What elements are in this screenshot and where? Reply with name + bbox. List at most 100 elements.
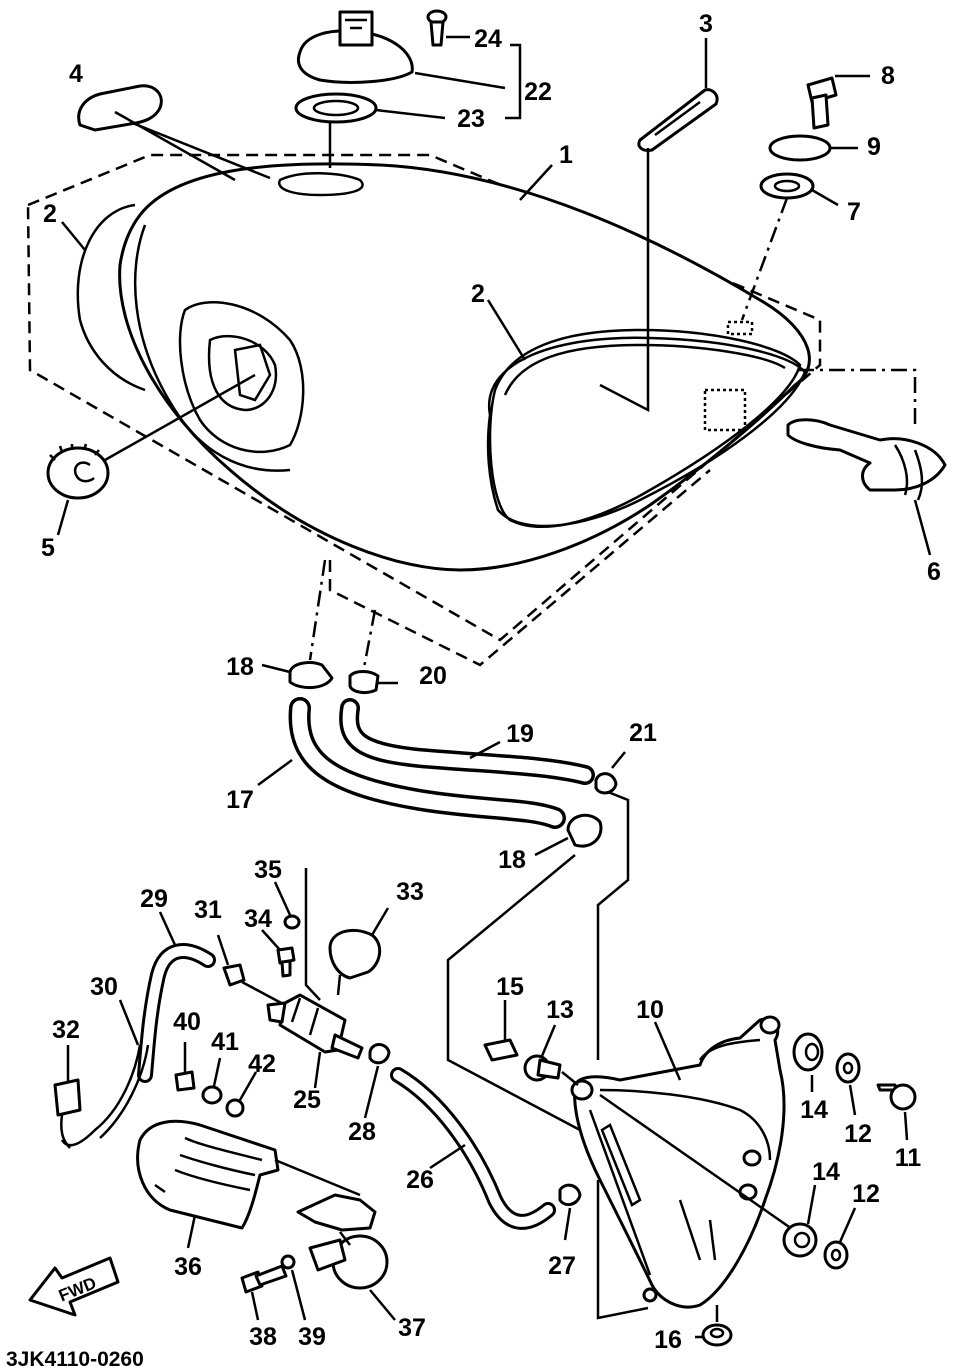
- tank-trim-left: [76, 203, 146, 392]
- leader-c42: [238, 1071, 258, 1101]
- route-to-chamber-left: [446, 854, 581, 1132]
- wire-30: [60, 1044, 142, 1147]
- leader-c31-to-filter: [241, 980, 286, 1007]
- callout-14: 14: [812, 1158, 840, 1186]
- leader-pump-to-37: [274, 1158, 361, 1197]
- collar-12-lower: [823, 1240, 849, 1270]
- clip-21: [594, 772, 618, 795]
- connector-32: [53, 1078, 82, 1149]
- cap-gasket: [294, 92, 378, 124]
- callout-10: 10: [636, 996, 664, 1024]
- leader-c2a: [61, 221, 86, 251]
- leader-c37: [369, 1289, 396, 1321]
- fwd-arrow-icon: [28, 1256, 120, 1317]
- leader-c19: [469, 740, 501, 760]
- cap-5: [46, 443, 110, 500]
- callout-21: 21: [629, 719, 657, 747]
- callout-28: 28: [348, 1118, 376, 1146]
- callout-6: 6: [927, 558, 941, 586]
- leader-c39: [290, 1269, 307, 1321]
- emblem-detail: [654, 100, 701, 137]
- wire-30-second: [99, 1044, 150, 1139]
- fuel-tank: [118, 162, 811, 572]
- leader-oil-tank-inner: [599, 1093, 816, 1247]
- callout-9: 9: [867, 133, 881, 161]
- callout-1: 1: [559, 141, 573, 169]
- bracket-22: [505, 43, 522, 120]
- callout-13: 13: [546, 996, 574, 1024]
- damper-7-hole: [773, 179, 801, 193]
- callout-35: 35: [254, 856, 282, 884]
- callout-11: 11: [895, 1144, 922, 1172]
- callout-labels: 1223456789101112121314141516171818192021…: [41, 10, 941, 1354]
- callout-33: 33: [396, 878, 424, 906]
- leader-13-to-tank: [561, 1071, 579, 1086]
- clamp-33: [328, 929, 382, 996]
- leader-c18b: [534, 836, 569, 857]
- bolt-8: [806, 76, 838, 130]
- leader-c41: [212, 1057, 222, 1087]
- leader-c14b: [806, 1184, 817, 1225]
- leader-c28: [363, 1065, 380, 1119]
- callout-36: 36: [174, 1253, 202, 1281]
- washer-39: [280, 1254, 296, 1270]
- clip-27: [558, 1183, 582, 1207]
- bolt-34: [276, 946, 296, 978]
- leader-c38: [250, 1291, 260, 1321]
- callout-25: 25: [293, 1086, 321, 1114]
- callout-41: 41: [211, 1028, 239, 1056]
- leader-c13: [540, 1024, 557, 1057]
- nut-31: [222, 963, 246, 987]
- leader-c36: [186, 1214, 197, 1249]
- callout-15: 15: [496, 973, 524, 1001]
- leader-c21: [611, 751, 626, 769]
- callout-17: 17: [226, 786, 254, 814]
- fuel-pump: [296, 1193, 389, 1290]
- leader-c27: [563, 1207, 572, 1241]
- callout-31: 31: [194, 896, 222, 924]
- tank-trim-right: [486, 336, 807, 528]
- leader-c26: [429, 1143, 466, 1170]
- grommet-14-lower: [782, 1222, 818, 1258]
- damper-7: [759, 172, 815, 200]
- leader-damper-to-tank: [740, 197, 789, 321]
- callout-22: 22: [524, 78, 552, 106]
- leader-c12b: [838, 1207, 857, 1243]
- hose-17-core: [292, 700, 563, 826]
- cap-screw: [426, 9, 448, 47]
- clip-18-lower: [566, 813, 603, 848]
- callout-39: 39: [298, 1323, 326, 1351]
- callout-16: 16: [654, 1326, 682, 1354]
- leader-c33: [370, 907, 390, 936]
- leader-c12a: [848, 1084, 857, 1116]
- nut-42: [225, 1098, 245, 1118]
- callout-23: 23: [457, 105, 485, 133]
- leader-c5: [56, 499, 70, 536]
- bracket-27: [596, 1180, 649, 1320]
- callout-26: 26: [406, 1166, 434, 1194]
- leader-emblem-to-tank: [599, 148, 650, 413]
- washer-9: [768, 134, 832, 162]
- leader-c23: [375, 108, 446, 120]
- callout-2: 2: [43, 200, 57, 228]
- leader-c1: [519, 164, 553, 201]
- leader-c34: [261, 929, 281, 951]
- leader-c18a: [261, 663, 291, 674]
- leader-c25: [313, 1051, 322, 1089]
- hose-26-core: [393, 1070, 553, 1227]
- leader-c30: [118, 999, 140, 1046]
- callout-38: 38: [249, 1323, 277, 1351]
- fuel-filter: [266, 993, 364, 1060]
- bolt-38: [240, 1264, 288, 1294]
- leader-cap5-to-tank: [104, 373, 256, 462]
- callout-8: 8: [881, 62, 895, 90]
- leader-c29: [158, 911, 177, 946]
- leader-c7: [811, 188, 839, 207]
- fuel-cap: [296, 10, 414, 84]
- tank-assembly-outline: [26, 153, 822, 642]
- callout-18: 18: [498, 846, 526, 874]
- collar-13: [523, 1054, 562, 1082]
- callout-32: 32: [52, 1016, 80, 1044]
